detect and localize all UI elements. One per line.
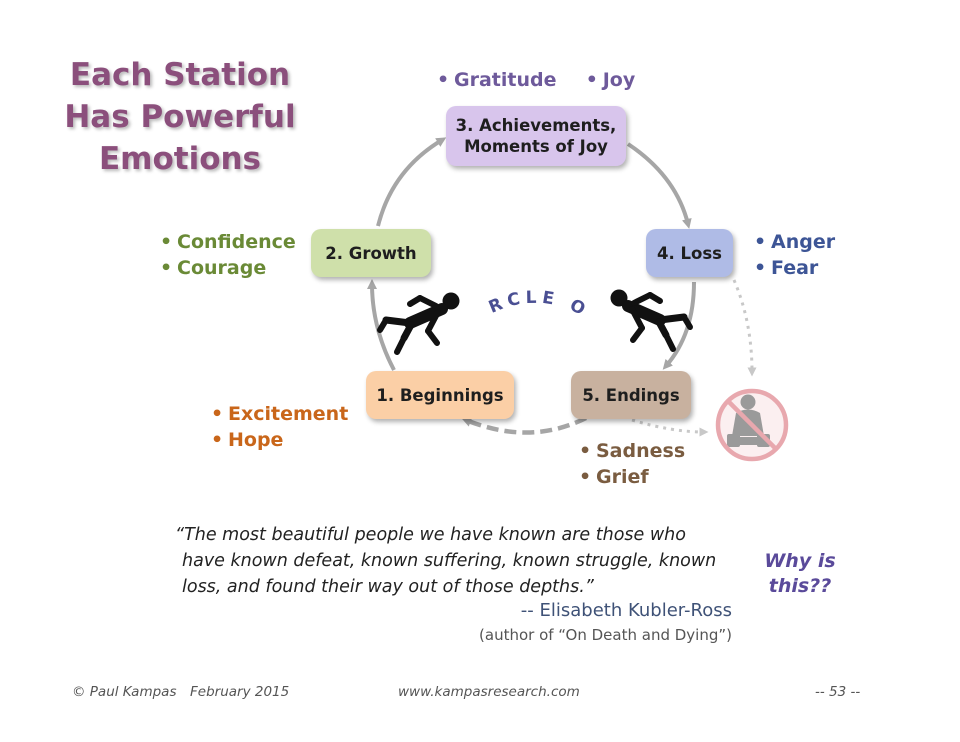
emotion-item: Courage: [177, 257, 267, 279]
station-label: Moments of Joy: [464, 137, 608, 156]
quote: “The most beautiful people we have known…: [175, 522, 735, 600]
station-loss: 4. Loss: [646, 229, 733, 277]
dotted-arrow-loss-to-no-grief: [732, 279, 757, 377]
emotion-item: Grief: [596, 466, 649, 488]
station-label: 5. Endings: [582, 385, 680, 405]
emotion-item: Joy: [602, 69, 636, 91]
emotions-endings: •Sadness •Grief: [579, 440, 686, 488]
quote-line: loss, and found their way out of those d…: [182, 577, 594, 597]
emotion-item: Excitement: [228, 403, 349, 425]
arrow-beginnings-to-growth: [367, 279, 396, 371]
question-line: this??: [768, 575, 832, 597]
emotions-growth: •Confidence •Courage: [160, 231, 296, 279]
emotion-item: Sadness: [596, 440, 686, 462]
station-label: 2. Growth: [325, 243, 417, 263]
emotion-item: Hope: [228, 429, 284, 451]
arrow-growth-to-achievements: [376, 137, 447, 227]
title-line: Emotions: [98, 141, 262, 177]
quote-source: (author of “On Death and Dying”): [479, 626, 732, 644]
emotions-loss: •Anger •Fear: [754, 231, 836, 279]
station-achievements: 3. Achievements, Moments of Joy: [446, 106, 626, 166]
station-growth: 2. Growth: [311, 229, 431, 277]
station-label: 3. Achievements,: [455, 116, 617, 135]
no-grieving-person-icon: [715, 388, 789, 462]
quote-author: -- Elisabeth Kubler-Ross: [520, 600, 732, 621]
title-line: Each Station: [69, 57, 291, 93]
emotion-item: Confidence: [177, 231, 296, 253]
falling-person-icon: [377, 292, 460, 355]
arrow-achievements-to-loss: [626, 142, 692, 229]
emotions-achievements: •Gratitude •Joy: [437, 69, 636, 91]
question-text: Why is this??: [752, 549, 848, 599]
station-label: 4. Loss: [657, 243, 722, 263]
footer-website[interactable]: www.kampasresearch.com: [398, 684, 580, 700]
footer-copyright: © Paul Kampas: [72, 684, 177, 700]
quote-line: have known defeat, known suffering, know…: [182, 551, 717, 571]
arrow-loss-to-endings: [662, 281, 696, 370]
emotions-beginnings: •Excitement •Hope: [211, 403, 349, 451]
emotion-item: Gratitude: [454, 69, 557, 91]
emotion-item: Anger: [771, 231, 836, 253]
footer-page-number: -- 53 --: [815, 684, 861, 700]
station-label: 1. Beginnings: [376, 385, 504, 405]
falling-person-icon: [610, 289, 693, 352]
station-beginnings: 1. Beginnings: [366, 371, 514, 419]
title-line: Has Powerful: [64, 99, 296, 135]
station-endings: 5. Endings: [571, 371, 691, 419]
arrow-endings-to-beginnings: [461, 415, 588, 435]
slide-title: Each Station Has Powerful Emotions: [40, 54, 320, 180]
quote-line: “The most beautiful people we have known…: [175, 525, 686, 545]
footer-date: February 2015: [190, 684, 290, 700]
emotion-item: Fear: [771, 257, 819, 279]
question-line: Why is: [764, 550, 836, 572]
dotted-arrow-endings-to-no-grief: [631, 418, 709, 437]
